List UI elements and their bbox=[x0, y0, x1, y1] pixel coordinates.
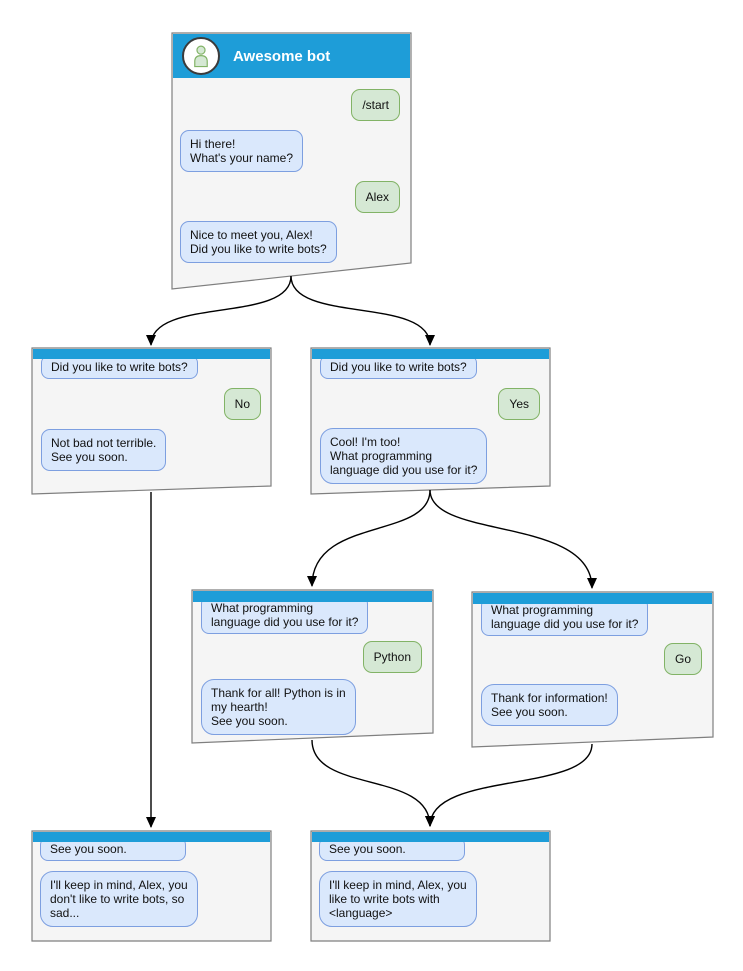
message-bubble: Alex bbox=[354, 181, 400, 213]
end-yes-header bbox=[312, 832, 549, 842]
lang-go-header bbox=[473, 593, 712, 604]
message-bubble: /start bbox=[351, 89, 400, 121]
edge-yes-to-go bbox=[429, 489, 597, 589]
message-bubble: Thank for all! Python is in my hearth! S… bbox=[201, 679, 356, 735]
message-bubble: Did you like to write bots? bbox=[320, 355, 477, 379]
end-no-header bbox=[33, 832, 270, 842]
branch-yes-header bbox=[312, 349, 549, 359]
message-bubble: I'll keep in mind, Alex, you like to wri… bbox=[319, 871, 477, 927]
message-bubble: What programming language did you use fo… bbox=[201, 596, 369, 634]
message-bubble: I'll keep in mind, Alex, you don't like … bbox=[40, 871, 198, 927]
message-bubble: What programming language did you use fo… bbox=[481, 598, 649, 636]
message-bubble: Go bbox=[663, 643, 702, 675]
message-bubble: Did you like to write bots? bbox=[41, 355, 198, 379]
person-icon bbox=[194, 45, 208, 68]
message-bubble: Not bad not terrible. See you soon. bbox=[41, 429, 167, 471]
branch-no-header bbox=[33, 349, 270, 359]
message-bubble: No bbox=[223, 388, 261, 420]
message-bubble: Yes bbox=[498, 388, 540, 420]
message-bubble: Cool! I'm too! What programming language… bbox=[320, 428, 488, 484]
main-window-header: Awesome bot bbox=[173, 34, 410, 78]
message-bubble: Hi there! What's your name? bbox=[180, 130, 304, 172]
message-bubble: Python bbox=[362, 641, 422, 673]
edge-go-to-end bbox=[425, 743, 593, 827]
bot-title: Awesome bot bbox=[233, 47, 331, 65]
message-bubble: Thank for information! See you soon. bbox=[481, 684, 618, 726]
edge-yes-to-python bbox=[307, 489, 431, 587]
edge-main-to-yes bbox=[290, 275, 435, 346]
lang-python-header bbox=[193, 591, 432, 602]
edge-main-to-no bbox=[146, 275, 292, 346]
message-bubble: Nice to meet you, Alex! Did you like to … bbox=[180, 221, 337, 263]
edge-python-to-end bbox=[311, 739, 435, 827]
avatar bbox=[182, 37, 220, 75]
